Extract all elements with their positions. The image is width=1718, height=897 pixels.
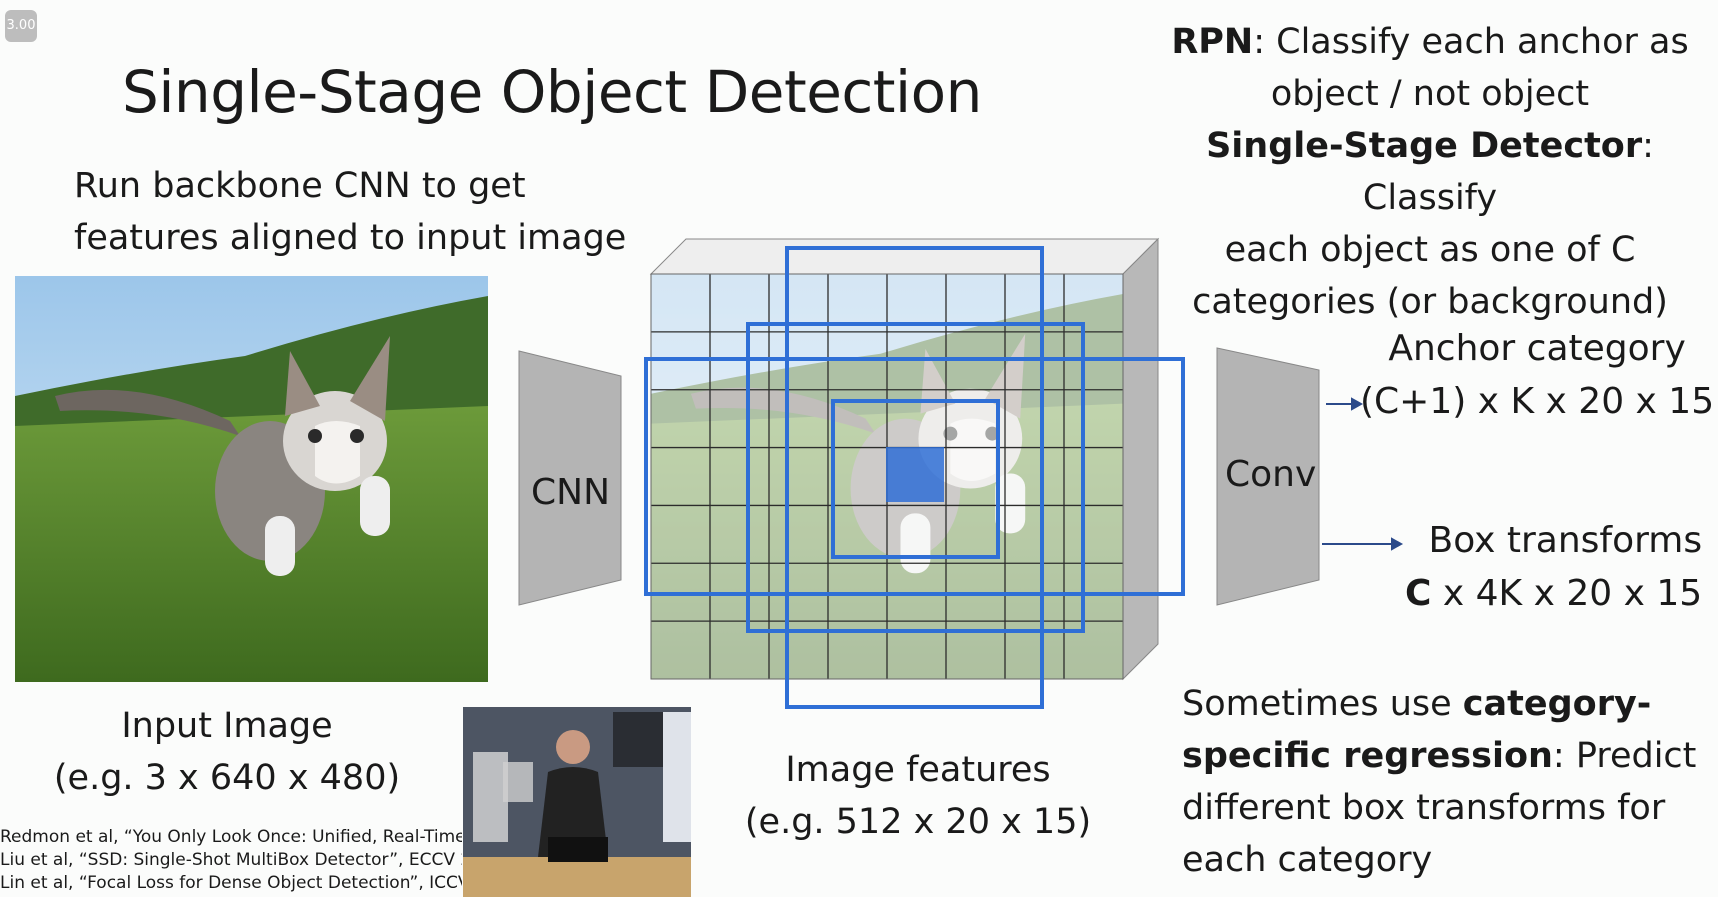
input-image-caption: Input Image (e.g. 3 x 640 x 480) — [27, 700, 427, 804]
cnn-trapezoid — [518, 350, 622, 606]
output-line: Anchor category — [1388, 328, 1686, 369]
backbone-line: Run backbone CNN to get — [74, 166, 526, 206]
cnn-label: CNN — [531, 472, 610, 513]
note-text: each category — [1182, 840, 1433, 880]
note-bold: category- — [1462, 684, 1652, 724]
conv-label: Conv — [1225, 454, 1317, 495]
ssd-text: categories (or background) — [1192, 282, 1668, 322]
ssd-line: Single-Stage Detector: Classify — [1150, 120, 1710, 224]
speaker-webcam-video — [463, 707, 691, 897]
anchor-category-output: Anchor category (C+1) x K x 20 x 15 — [1360, 322, 1714, 428]
rpn-bold: RPN — [1171, 22, 1254, 62]
rpn-text: object / not object — [1270, 74, 1590, 114]
caption-line: (e.g. 512 x 20 x 15) — [744, 802, 1092, 842]
feature-cube-top — [649, 238, 1160, 275]
note-bold: specific regression — [1182, 736, 1553, 776]
box-arrow-head — [1391, 537, 1404, 551]
category-specific-note: Sometimes use category- specific regress… — [1182, 678, 1696, 886]
box-transforms-output: Box transforms C x 4K x 20 x 15 — [1405, 514, 1702, 620]
output-line: (C+1) x K x 20 x 15 — [1360, 381, 1715, 422]
rpn-line: RPN: Classify each anchor as — [1150, 16, 1710, 68]
backbone-description: Run backbone CNN to get features aligned… — [74, 160, 626, 264]
output-text: x 4K x 20 x 15 — [1431, 573, 1703, 614]
anchor-box — [644, 357, 1185, 596]
caption-line: (e.g. 3 x 640 x 480) — [53, 758, 401, 798]
ssd-text: each object as one of C — [1224, 230, 1636, 270]
playback-speed-badge[interactable]: 3.00 — [5, 10, 37, 42]
citation: Liu et al, “SSD: Single-Shot MultiBox De… — [0, 850, 462, 870]
note-text: : Predict — [1552, 736, 1697, 776]
citation: Redmon et al, “You Only Look Once: Unifi… — [0, 827, 462, 847]
output-line: Box transforms — [1428, 520, 1703, 561]
highlighted-feature-cell — [886, 447, 944, 502]
caption-line: Image features — [785, 750, 1051, 790]
conv-trapezoid — [1216, 347, 1320, 606]
caption-line: Input Image — [121, 706, 333, 746]
citations: Redmon et al, “You Only Look Once: Unifi… — [0, 826, 462, 895]
slide-title: Single-Stage Object Detection — [122, 58, 982, 126]
citation: Lin et al, “Focal Loss for Dense Object … — [0, 873, 462, 893]
rpn-vs-ssd-text: RPN: Classify each anchor as object / no… — [1150, 16, 1710, 328]
anchor-box — [831, 399, 1000, 559]
anchor-box — [785, 246, 1044, 709]
ssd-text: : Classify — [1362, 126, 1654, 218]
note-text: different box transforms for — [1182, 788, 1666, 828]
note-text: Sometimes use — [1182, 684, 1463, 724]
anchor-box — [746, 322, 1085, 633]
ssd-bold: Single-Stage Detector — [1206, 126, 1643, 166]
backbone-line: features aligned to input image — [74, 218, 627, 258]
features-caption: Image features (e.g. 512 x 20 x 15) — [718, 744, 1118, 848]
output-line: C x 4K x 20 x 15 — [1405, 567, 1702, 620]
rpn-text: : Classify each anchor as — [1253, 22, 1689, 62]
output-bold: C — [1405, 573, 1432, 614]
anchor-arrow-head — [1351, 397, 1364, 411]
